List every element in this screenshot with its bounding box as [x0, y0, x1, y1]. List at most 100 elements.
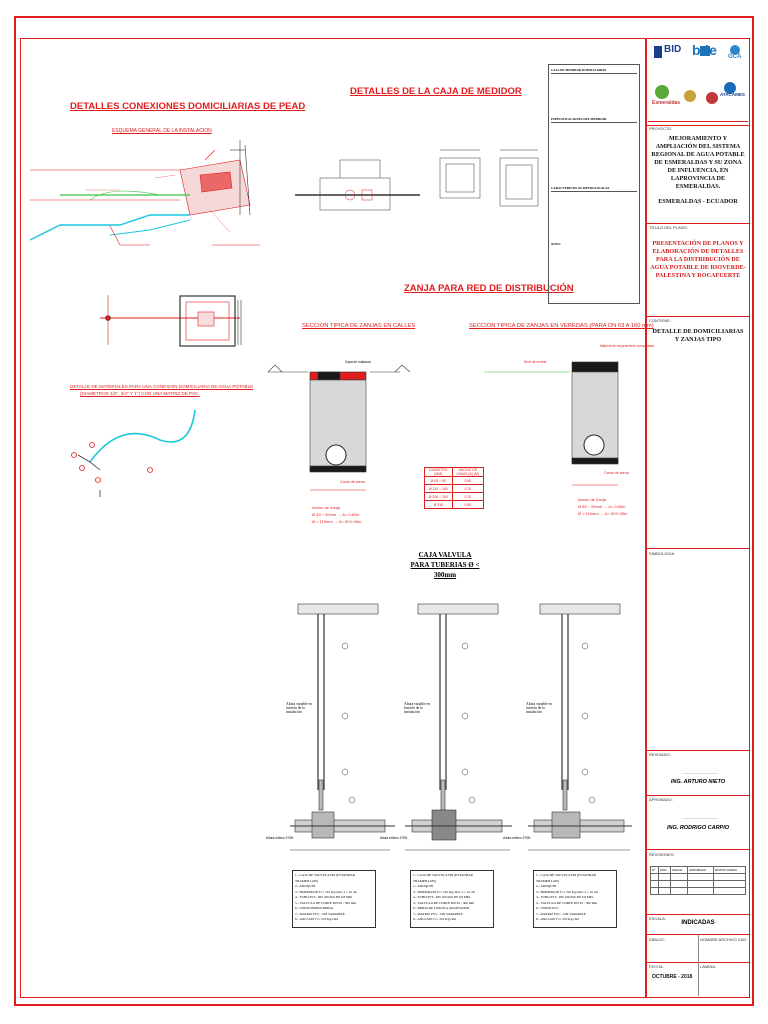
divider: [646, 750, 750, 751]
valve-callouts: [341, 642, 596, 804]
valve-1-altura-note: Altura variable en función de la instala…: [286, 702, 312, 714]
revisado-name: ING. ARTURO NIETO: [670, 779, 726, 785]
table-row: Ø 110 ÷ 160 0.70: [424, 484, 485, 493]
zanja-calles: [267, 364, 411, 491]
legend-item: 7.- MATRIZ PVC - DN VARIABLE: [536, 911, 586, 916]
logo-atacames: ATACAMES: [720, 92, 745, 97]
legend-item: 4.- TUBO PVC. DN 160 mm PN 0.8 MPa: [413, 895, 471, 899]
table-row: Ø 63 ÷ 90 0.60: [424, 476, 485, 485]
table-row: Ø 200 ÷ 250 0.70: [424, 492, 485, 501]
legend-item: 2.- ADOQUIN: [295, 884, 316, 888]
archivo-label: NOMBRE ARCHIVO CAD:: [700, 937, 748, 942]
valve-box-2: [405, 603, 512, 851]
divider: [698, 962, 699, 996]
table-row: DIAMETRO (MM) ANCHO DE ZANJA (A) (M): [424, 467, 485, 477]
title-caja-valvula: CAJA VALVULA PARA TUBERIAS Ø < 300mm: [400, 550, 490, 580]
zanja-veredas: [484, 361, 619, 486]
spec-box-specs-header: ESPECIFICACIONES DEL MEDIDOR: [551, 116, 637, 123]
valve-3-legend: 1.- CAJA DE VALVULA HO (ESTANDAR TRAMPIL…: [533, 870, 617, 928]
valve-1-relleno-note: Altura relleno 2*DN: [266, 836, 294, 840]
fecha-value: OCTUBRE - 2018: [652, 974, 693, 980]
table-cell: 0.70: [451, 484, 485, 493]
title-caja-medidor: DETALLES DE LA CAJA DE MEDIDOR: [350, 86, 522, 97]
legend-item: 7.- MATRIZ PVC - DN VARIABLE: [413, 911, 463, 916]
logo-bid: BID: [664, 44, 682, 55]
legend-item: 3.- HORMIGON f'c= 210 Kg/cm2, e = 10 cm: [295, 889, 358, 894]
caja-valvula-line2: PARA TUBERIAS Ø < 300mm: [410, 561, 480, 579]
caja-medidor-drawing: [295, 149, 539, 211]
table-cell: Ø 63 ÷ 90: [424, 476, 453, 485]
logos-graphic: [654, 45, 740, 104]
divider: [646, 316, 750, 317]
table-cell: Ø 200 ÷ 250: [424, 492, 453, 501]
valve-2-altura-note: Altura variable en función de la instala…: [404, 702, 430, 714]
legend-item: 2.- ADOQUIN: [413, 884, 434, 888]
escala-value: INDICADAS: [681, 920, 715, 926]
title-materiales: DETALLE DE MATERIALES PARA UNA CONEXION …: [70, 384, 254, 389]
domiciliaria-plan: [100, 295, 242, 347]
valve-3-altura-note: Altura variable en función de la instala…: [526, 702, 552, 714]
escala-label: ESCALA:: [649, 916, 666, 921]
contiene-text: DETALLE DE DOMICILIARIAS Y ZANJAS TIPO: [652, 328, 744, 343]
title-seccion-calles: SECCION TIPICA DE ZANJAS EN CALLES: [302, 323, 416, 329]
legend-item: 2.- ADOQUIN: [536, 884, 557, 888]
table-cell: 0.70: [451, 492, 485, 501]
legend-item: 3.- HORMIGON f'c= 210 Kg/cm2, e = 10 cm: [413, 889, 476, 894]
revisiones-label: REVISIONES:: [649, 852, 675, 857]
legend-item: 5.- VALVULA DE CORTE DN 63 - 300 mm: [295, 900, 357, 905]
legend-item: 4.- TUBO PVC. DN 160 mm PN 0.8 MPa: [536, 895, 594, 899]
valve-2-relleno-note: Altura relleno 2*DN: [380, 836, 408, 840]
title-domiciliarias: DETALLES CONEXIONES DOMICILIARIAS DE PEA…: [70, 101, 306, 112]
spec-box-header: CAJA DE MEDIDOR DOMICILIARIO: [551, 67, 637, 74]
divider: [646, 795, 750, 796]
materiales-detail: [71, 409, 196, 497]
logo-esmeraldas: Esmeraldas: [652, 100, 681, 106]
proyecto-label: PROYECTO: [649, 126, 672, 131]
signature-line: ................................: [682, 770, 718, 775]
divider: [646, 548, 750, 549]
table-cell: 0.80: [451, 500, 485, 509]
signature-line: ................................: [682, 815, 718, 820]
legend-item: 1.- CAJA DE VALVULA HO (ESTANDAR TRAMPIL…: [295, 873, 355, 883]
dibujo-label: DIBUJO:: [649, 937, 665, 942]
divider: [646, 125, 750, 126]
legend-item: 6.- BRIDA DE UNION A ADAPTADOR: [413, 906, 470, 910]
logo-gca: GCA: [728, 54, 742, 60]
spec-box-nota: NOTA:: [551, 242, 562, 246]
table-row: [649, 873, 747, 881]
calles-capa-label: Capa de rodadura: [345, 360, 371, 364]
fecha-label: FECHA:: [649, 964, 664, 969]
table-header: ANCHO DE ZANJA (A) (M): [451, 467, 485, 477]
titulo-label: TITULO DEL PLANO:: [649, 225, 688, 230]
contiene-label: CONTIENE:: [649, 318, 671, 323]
divider: [646, 914, 750, 915]
divider: [698, 934, 699, 962]
zanja-width-table: DIAMETRO (MM) ANCHO DE ZANJA (A) (M) Ø 6…: [424, 467, 485, 509]
proyecto-text: MEJORAMIENTO Y AMPLIACIÓN DEL SISTEMA RE…: [651, 135, 745, 190]
table-cell: 0.60: [451, 476, 485, 485]
table-cell: Ø 110 ÷ 160: [424, 484, 453, 493]
table-header: POR: [658, 866, 672, 874]
valve-3-relleno-note: Altura relleno 2*DN: [503, 836, 531, 840]
legend-item: 6.- UNION BRIDA BRIDA: [295, 906, 334, 910]
valve-box-1: [290, 603, 395, 851]
legend-item: 6.- UNION PVC: [536, 906, 559, 910]
legend-item: 5.- VALVULA DE CORTE DN 63 - 300 mm: [413, 900, 475, 905]
table-header: DIAMETRO (MM): [424, 467, 453, 477]
caja-valvula-line1: CAJA VALVULA: [418, 551, 472, 559]
table-header: APROBADO: [687, 866, 714, 874]
title-zanja: ZANJA PARA RED DE DISTRIBUCIÓN: [404, 283, 574, 294]
legend-item: 8.- ANCLAJE f'c= 210 Kg/cm2: [295, 917, 339, 921]
subtitle-domiciliarias: ESQUEMA GENERAL DE LA INSTALACION: [112, 128, 212, 134]
logos-area: BID bde GCA Esmeraldas ATACAMES: [648, 40, 748, 122]
subtitle-materiales: (DIAMETROS 1/2", 3/4" Y 1") CON UNA MATR…: [80, 391, 200, 396]
legend-item: 5.- VALVULA DE CORTE DN 63 - 300 mm: [536, 900, 598, 905]
valve-box-3: [528, 603, 632, 851]
aprobado-label: APROBADO:: [649, 797, 673, 802]
table-row: [649, 887, 747, 895]
calles-cama-label: Cama de arena: [340, 480, 365, 484]
veredas-material-label: Material de mejoramiento compactado: [600, 344, 655, 348]
table-header: FECHA: [670, 866, 689, 874]
divider: [646, 849, 750, 850]
logo-bde: bde: [692, 42, 717, 58]
